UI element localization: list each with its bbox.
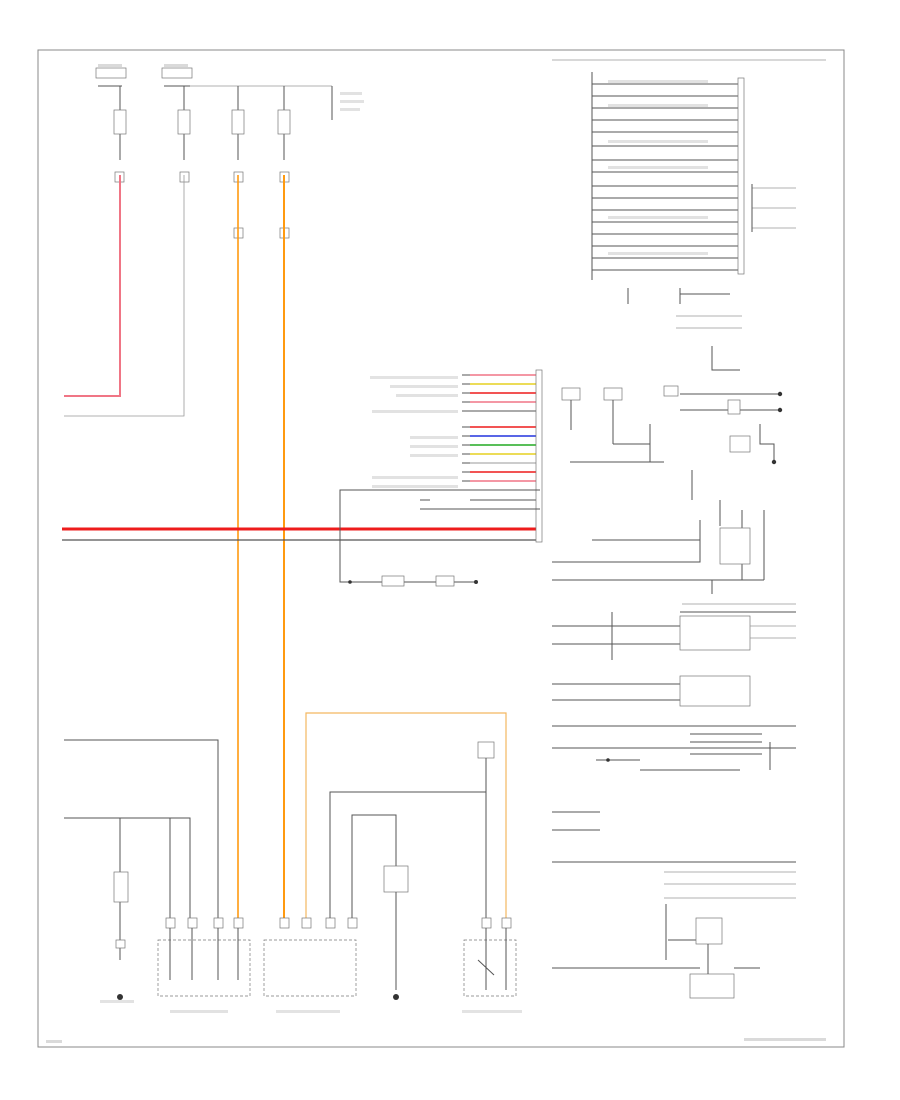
component-center-passenger xyxy=(263,741,495,1000)
fuse-block-top xyxy=(95,67,333,239)
tiny-labels xyxy=(46,64,826,1043)
left-bottom-wiring xyxy=(64,739,219,1000)
connector-bundle-center xyxy=(462,369,543,543)
wire-pink xyxy=(64,175,121,397)
signal-list-right xyxy=(552,59,826,329)
wire-gray-top xyxy=(64,175,185,417)
diagram-frame xyxy=(37,49,845,1048)
wire-red-horizontal xyxy=(62,527,540,541)
splice-center xyxy=(339,489,540,587)
component-right-passenger-switch xyxy=(463,917,517,997)
wire-light-orange xyxy=(305,712,507,918)
right-lower-section xyxy=(552,611,796,999)
right-middle-section xyxy=(552,346,796,605)
component-left-lighting xyxy=(157,917,251,997)
